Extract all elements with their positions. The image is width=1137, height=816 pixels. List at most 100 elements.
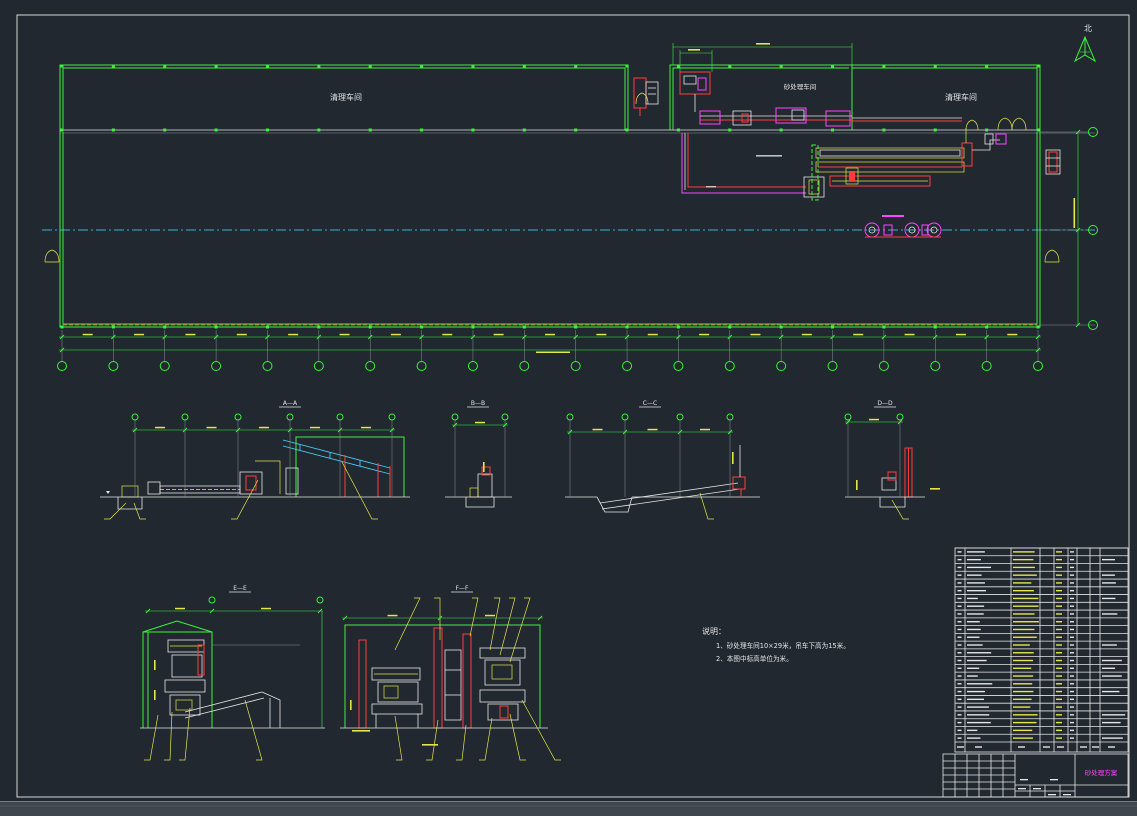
table-cell-mark [1056, 652, 1062, 654]
column-mark [368, 325, 372, 329]
column-mark [1036, 128, 1040, 132]
dimension-tick [470, 334, 476, 340]
axis-bubble [208, 596, 216, 604]
table-cell-mark [957, 683, 962, 685]
dimension-text-mark [869, 418, 879, 421]
section-a-a-part [104, 502, 127, 520]
dimension-tick [881, 334, 887, 340]
dimension-text-mark [155, 426, 165, 429]
table-cell-mark [1013, 698, 1032, 701]
column-mark [265, 128, 269, 132]
table-cell-mark [957, 589, 962, 592]
section-e-e-part [184, 697, 265, 719]
dimension-tick [521, 334, 527, 340]
column-mark [60, 128, 64, 132]
table-cell-mark [1102, 690, 1120, 693]
section-a-a-part [282, 445, 391, 475]
section-a-a-part [295, 436, 405, 497]
plan-vertical-dimension [1040, 127, 1098, 330]
section-c-c: C—C [565, 400, 760, 520]
sand-processing-line-plan-part [808, 179, 820, 195]
column-mark [779, 325, 783, 329]
table-cell-mark [1070, 566, 1074, 569]
column-mark [1036, 325, 1040, 329]
section-d-d-part [879, 497, 906, 508]
table-cell-mark [967, 558, 981, 561]
table-cell-mark [967, 714, 990, 716]
axis-bubble [1088, 127, 1098, 137]
table-cell-mark [1102, 659, 1122, 662]
table-cell-mark [1056, 659, 1062, 662]
equipment-between-workshops [633, 77, 659, 116]
table-cell-mark [1070, 652, 1074, 654]
dimension-text-mark [1007, 333, 1018, 336]
section-f-f-part [499, 705, 509, 719]
dimension-text-mark [801, 333, 812, 336]
title-block: 砂处理方案 [942, 753, 1129, 798]
sand-processing-line-plan-part [984, 133, 994, 145]
column-mark [985, 128, 989, 132]
table-cell-mark [1070, 690, 1074, 693]
table-cell-mark [1013, 675, 1034, 677]
dimension-tick [727, 429, 733, 435]
cleaning-workshop-right-label: 清理车间 [945, 92, 977, 102]
dimension-text-mark [536, 351, 570, 353]
section-d-d-part [930, 488, 940, 490]
column-mark [728, 64, 732, 68]
column-mark [933, 325, 937, 329]
column-mark [882, 128, 886, 132]
dimension-text-mark [339, 333, 350, 336]
section-f-f-part [383, 685, 399, 699]
table-cell-mark [967, 667, 980, 669]
section-a-a: A—A [100, 400, 410, 520]
sand-processing-line-plan-part [732, 110, 752, 126]
dimension-tick [984, 334, 989, 340]
table-header-mark [957, 746, 964, 748]
table-cell-mark [1102, 644, 1117, 646]
equipment-right-outside-part [1045, 149, 1061, 175]
dimension-text-mark [853, 333, 864, 336]
dimension-tick [59, 334, 65, 340]
section-b-b-part [481, 466, 491, 476]
column-mark [676, 64, 680, 68]
column-mark [163, 128, 167, 132]
table-cell-mark [1013, 644, 1030, 646]
table-cell-mark [1013, 566, 1035, 569]
axis-bubble [827, 361, 838, 371]
axis-bubble [262, 361, 273, 371]
section-e-e-title: E—E [233, 585, 247, 592]
table-cell-mark [1013, 597, 1039, 600]
axis-bubble [1033, 361, 1043, 371]
table-cell-mark [967, 698, 985, 701]
dimension-tick [897, 419, 903, 425]
section-a-a-part [255, 460, 281, 494]
dimension-tick [537, 615, 543, 621]
column-mark [1036, 64, 1040, 68]
title-block-cell-mark [1020, 779, 1028, 781]
section-c-c-part [599, 482, 739, 504]
section-f-f-part [479, 689, 526, 703]
table-cell-mark [957, 613, 962, 615]
table-cell-mark [957, 644, 962, 646]
column-mark [985, 325, 989, 329]
column-mark [163, 64, 167, 68]
sand-processing-line-plan-part [681, 133, 806, 194]
table-cell-mark [957, 698, 962, 701]
sand-processing-line-plan-part [803, 176, 825, 198]
dimension-text-mark [699, 333, 710, 336]
table-cell-mark [1070, 737, 1074, 739]
title-block-cell-mark [1050, 779, 1058, 781]
table-header-mark [975, 746, 982, 748]
section-b-b-part [483, 462, 485, 472]
section-e-e-part [154, 690, 156, 700]
dimension-tick [317, 608, 323, 614]
dimension-text-mark [750, 333, 761, 336]
dimension-text-mark [475, 421, 485, 424]
sand-processing-line-plan-part [756, 155, 782, 157]
table-cell-mark [1013, 605, 1039, 607]
table-cell-mark [967, 582, 985, 584]
table-cell-mark [1013, 582, 1032, 584]
table-cell-mark [1056, 621, 1062, 623]
